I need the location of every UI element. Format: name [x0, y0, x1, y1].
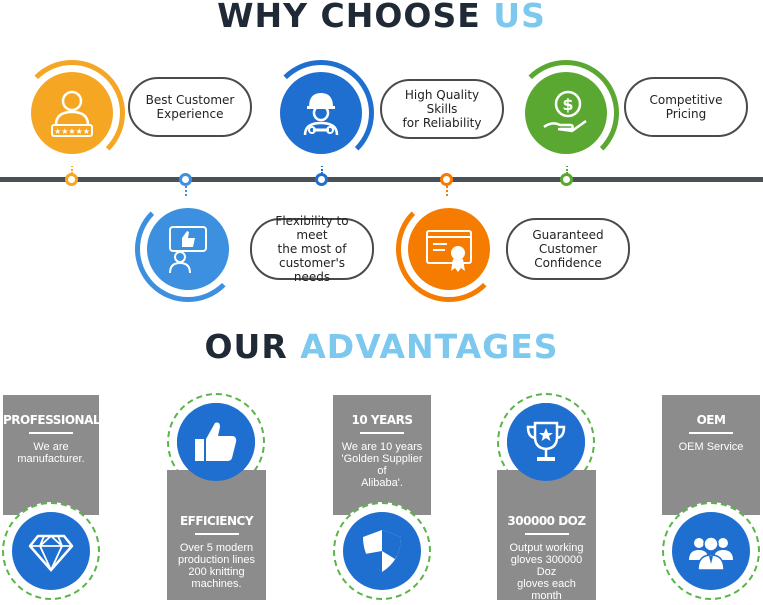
timeline-dot	[65, 173, 78, 186]
team-icon	[689, 536, 733, 571]
advantage-ring-2-front	[167, 393, 265, 491]
advantage-ring-5	[662, 502, 760, 600]
timeline-dot	[560, 173, 573, 186]
why-item-ring-1: ★★★★★	[19, 60, 125, 166]
advantage-title: PROFESSIONAL	[3, 413, 101, 427]
trophy-icon	[526, 421, 566, 461]
why-item-ring-2	[135, 196, 241, 302]
svg-text:★★★★★: ★★★★★	[54, 127, 90, 136]
our-advantages-heading: OUR ADVANTAGES	[0, 327, 763, 366]
thumbs-up-icon	[195, 422, 237, 461]
advantage-ring-4-front	[497, 393, 595, 491]
worker-wrench-icon	[303, 93, 339, 136]
diamond-icon	[28, 534, 74, 573]
advantage-ring-1	[2, 502, 100, 600]
advantage-column-300000-doz: 300000 DOZ Output working gloves 300000 …	[497, 470, 596, 602]
certificate-icon	[426, 230, 472, 272]
advantage-column-professional: PROFESSIONAL We are manufacturer.	[3, 395, 101, 515]
timeline-bar	[0, 177, 763, 182]
advantage-ring-3	[333, 502, 431, 600]
why-item-bubble-3: High Quality Skills for Reliability	[380, 79, 504, 139]
advantage-column-efficiency: EFFICIENCY Over 5 modern production line…	[167, 470, 266, 600]
timeline-dot	[315, 173, 328, 186]
thumbs-up-person-icon	[169, 226, 207, 274]
why-item-ring-3	[268, 60, 374, 166]
advantage-column-oem: OEM OEM Service	[662, 395, 760, 515]
why-item-bubble-5: Competitive Pricing	[624, 77, 748, 137]
why-item-ring-5: $	[513, 60, 619, 166]
adv-heading-light: ADVANTAGES	[300, 327, 559, 366]
advantage-column-10-years: 10 YEARS We are 10 years 'Golden Supplie…	[333, 395, 431, 515]
svg-text:$: $	[562, 95, 573, 114]
advantage-title: OEM	[696, 413, 726, 427]
advantage-title: 10 YEARS	[351, 413, 413, 427]
why-item-bubble-1: Best Customer Experience	[128, 77, 252, 137]
why-heading-light: US	[493, 0, 546, 35]
adv-heading-dark: OUR	[204, 327, 288, 366]
why-item-bubble-4: Guaranteed Customer Confidence	[506, 218, 630, 280]
customer-rating-icon: ★★★★★	[51, 90, 93, 137]
advantage-title: EFFICIENCY	[179, 514, 254, 528]
dollar-hand-icon: $	[543, 90, 587, 133]
why-item-ring-4	[396, 196, 502, 302]
shield-icon	[363, 530, 401, 572]
why-heading-dark: WHY CHOOSE	[217, 0, 481, 35]
why-item-bubble-2: Flexibility to meet the most of customer…	[250, 214, 374, 284]
why-choose-us-heading: WHY CHOOSE US	[0, 0, 763, 35]
advantage-title: 300000 DOZ	[507, 514, 586, 528]
